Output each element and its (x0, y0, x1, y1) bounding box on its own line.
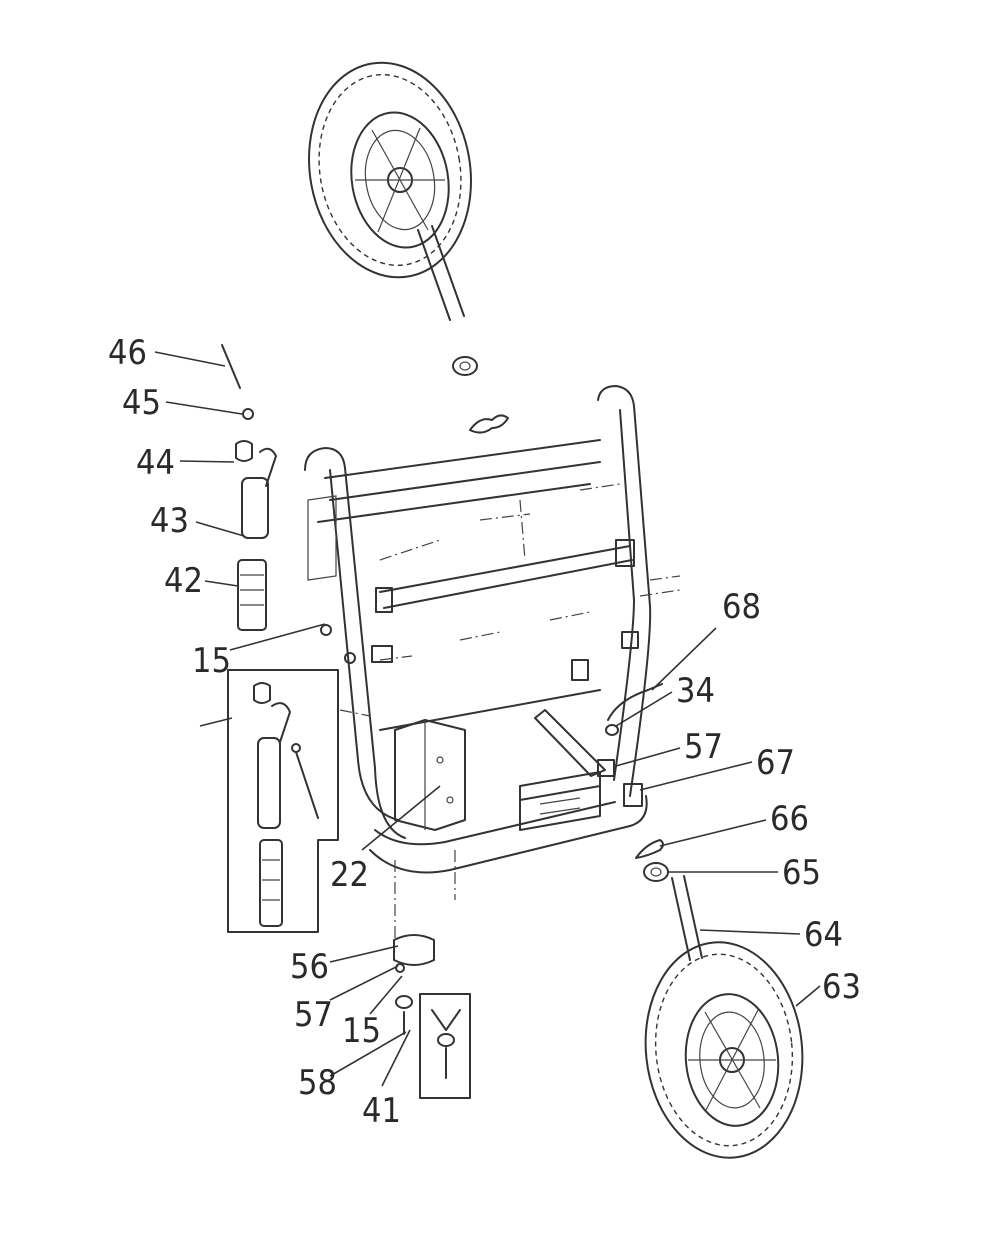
frame (304, 385, 652, 874)
callout-64: 64 (804, 915, 843, 955)
battery-tray (519, 709, 606, 831)
top-clip (469, 414, 509, 434)
leader-lines (154, 351, 821, 1087)
callout-66: 66 (770, 799, 809, 839)
callout-41: 41 (362, 1091, 401, 1131)
callout-63: 63 (822, 967, 861, 1007)
callout-58: 58 (298, 1063, 337, 1103)
callout-22: 22 (330, 855, 369, 895)
bottom-axle (671, 875, 703, 961)
bottom-wheel (644, 941, 804, 1159)
callout-46: 46 (108, 333, 147, 373)
callout-57-right: 57 (684, 727, 723, 767)
callout-42: 42 (164, 561, 203, 601)
callout-57-lower: 57 (294, 995, 333, 1035)
callout-34: 34 (676, 671, 715, 711)
callout-68: 68 (722, 587, 761, 627)
callout-65: 65 (782, 853, 821, 893)
callout-15-upper: 15 (192, 641, 231, 681)
callout-45: 45 (122, 383, 161, 423)
top-wheel (308, 61, 472, 279)
handle-detail-inset (227, 669, 339, 933)
callout-43: 43 (150, 501, 189, 541)
callout-56: 56 (290, 947, 329, 987)
callout-15-lower: 15 (342, 1011, 381, 1051)
callout-labels: 46 45 44 43 42 15 68 34 57 67 66 65 22 6… (108, 333, 861, 1131)
callout-44: 44 (136, 443, 175, 483)
right-fasteners (597, 683, 669, 882)
handle-parts (221, 344, 356, 664)
center-lines (339, 483, 681, 940)
top-axle (417, 225, 478, 376)
lower-foot-parts (393, 934, 471, 1099)
callout-67: 67 (756, 743, 795, 783)
foot-bracket (394, 719, 466, 831)
